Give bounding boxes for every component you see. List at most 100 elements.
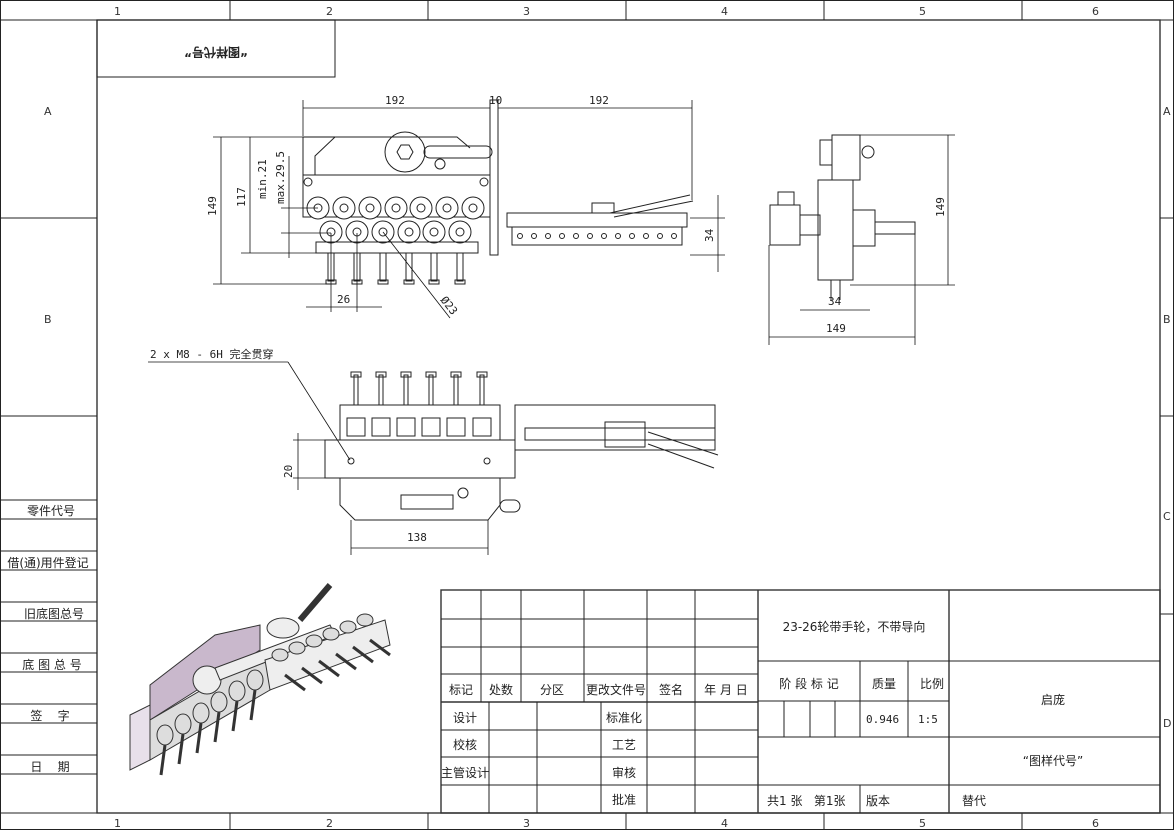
zone-labels: 1 2 3 4 5 6 1 2 3 4 5 6 A B A B C D bbox=[44, 5, 1171, 830]
stamp-box bbox=[96, 19, 336, 78]
svg-text:校核: 校核 bbox=[453, 737, 477, 752]
hole bbox=[573, 233, 579, 239]
svg-text:标记: 标记 bbox=[449, 683, 473, 697]
hole-note: 2 x M8 - 6H 完全贯穿 bbox=[150, 347, 273, 361]
roller bbox=[397, 220, 421, 244]
nut bbox=[371, 417, 391, 437]
svg-text:批准: 批准 bbox=[612, 792, 636, 807]
right-view: 149 34 149 bbox=[768, 134, 955, 345]
roller bbox=[461, 196, 485, 220]
svg-text:117: 117 bbox=[235, 187, 248, 207]
hole bbox=[615, 233, 621, 239]
svg-text:max.29.5: max.29.5 bbox=[274, 151, 287, 204]
svg-text:设计: 设计 bbox=[453, 711, 477, 725]
svg-text:阶 段 标 记: 阶 段 标 记 bbox=[779, 676, 838, 691]
bolt bbox=[353, 374, 359, 406]
bolt bbox=[335, 652, 357, 671]
svg-text:4: 4 bbox=[721, 817, 728, 830]
roller bbox=[174, 713, 192, 735]
svg-text:版本: 版本 bbox=[866, 794, 890, 808]
roller-hub bbox=[429, 227, 439, 237]
svg-text:B: B bbox=[44, 313, 52, 326]
roller-hub bbox=[468, 203, 478, 213]
svg-text:日 期: 日 期 bbox=[30, 760, 69, 774]
svg-text:6: 6 bbox=[1092, 817, 1099, 830]
bolt bbox=[195, 722, 203, 754]
svg-text:3: 3 bbox=[523, 817, 530, 830]
bolt bbox=[213, 711, 221, 743]
roller bbox=[422, 220, 446, 244]
svg-text:192: 192 bbox=[385, 94, 405, 107]
roller bbox=[288, 641, 306, 655]
bolt-head bbox=[476, 371, 488, 378]
bolt bbox=[369, 638, 391, 657]
isometric-view bbox=[129, 583, 391, 776]
roller bbox=[409, 196, 433, 220]
svg-text:主管设计: 主管设计 bbox=[441, 765, 489, 780]
bolt-head bbox=[375, 371, 387, 378]
bolt bbox=[403, 374, 409, 406]
svg-text:工艺: 工艺 bbox=[612, 738, 636, 752]
bolt-head bbox=[454, 279, 466, 285]
roller bbox=[322, 627, 340, 641]
left-register-strip: 零件代号 借(通)用件登记 旧底图总号 底 图 总 号 签 字 日 期 bbox=[0, 499, 97, 775]
roller bbox=[192, 702, 210, 724]
svg-text:A: A bbox=[44, 105, 52, 118]
bolt-head bbox=[377, 279, 389, 285]
svg-text:149: 149 bbox=[934, 197, 947, 217]
roller-hub bbox=[404, 227, 414, 237]
roller-hub bbox=[339, 203, 349, 213]
roller bbox=[332, 196, 356, 220]
svg-text:149: 149 bbox=[826, 322, 846, 335]
svg-text:C: C bbox=[1163, 510, 1171, 523]
svg-text:D: D bbox=[1163, 717, 1171, 730]
roller bbox=[339, 620, 357, 634]
svg-text:34: 34 bbox=[828, 295, 842, 308]
svg-text:2: 2 bbox=[326, 5, 333, 18]
bolt bbox=[379, 252, 387, 282]
bolt bbox=[428, 374, 434, 406]
svg-text:零件代号: 零件代号 bbox=[27, 504, 75, 518]
bolt bbox=[284, 673, 306, 692]
roller bbox=[435, 196, 459, 220]
svg-text:借(通)用件登记: 借(通)用件登记 bbox=[7, 555, 88, 570]
hole bbox=[587, 233, 593, 239]
svg-text:149: 149 bbox=[206, 196, 219, 216]
bolt bbox=[405, 252, 413, 282]
hole bbox=[545, 233, 551, 239]
scale-value: 1:5 bbox=[918, 713, 938, 726]
roller bbox=[246, 669, 264, 691]
svg-text:5: 5 bbox=[919, 5, 926, 18]
roller bbox=[271, 648, 289, 662]
bolt-head bbox=[403, 279, 415, 285]
svg-text:5: 5 bbox=[919, 817, 926, 830]
stamp-box-text: “图样代号” bbox=[184, 45, 248, 60]
bolt bbox=[177, 733, 185, 765]
bottom-view: 2 x M8 - 6H 完全贯穿 20 138 bbox=[148, 347, 719, 555]
hole bbox=[657, 233, 663, 239]
roller-hub bbox=[378, 227, 388, 237]
nut bbox=[446, 417, 466, 437]
roller-hub bbox=[391, 203, 401, 213]
svg-text:A: A bbox=[1163, 105, 1171, 118]
bolt bbox=[159, 744, 167, 776]
svg-text:138: 138 bbox=[407, 531, 427, 544]
svg-text:Ø23: Ø23 bbox=[438, 294, 460, 318]
bolt-head bbox=[400, 371, 412, 378]
hole bbox=[671, 233, 677, 239]
bolt bbox=[301, 666, 323, 685]
svg-text:B: B bbox=[1163, 313, 1171, 326]
roller bbox=[156, 724, 174, 746]
svg-text:更改文件号: 更改文件号 bbox=[586, 682, 646, 697]
svg-text:审核: 审核 bbox=[612, 765, 636, 780]
svg-text:1: 1 bbox=[114, 5, 121, 18]
roller bbox=[358, 196, 382, 220]
svg-text:比例: 比例 bbox=[920, 677, 944, 691]
hole bbox=[517, 233, 523, 239]
bolt-head bbox=[425, 371, 437, 378]
bolt bbox=[352, 645, 374, 664]
svg-text:2: 2 bbox=[326, 817, 333, 830]
svg-text:共1 张 第1张: 共1 张 第1张 bbox=[767, 794, 846, 808]
svg-text:底 图 总 号: 底 图 总 号 bbox=[22, 657, 81, 672]
